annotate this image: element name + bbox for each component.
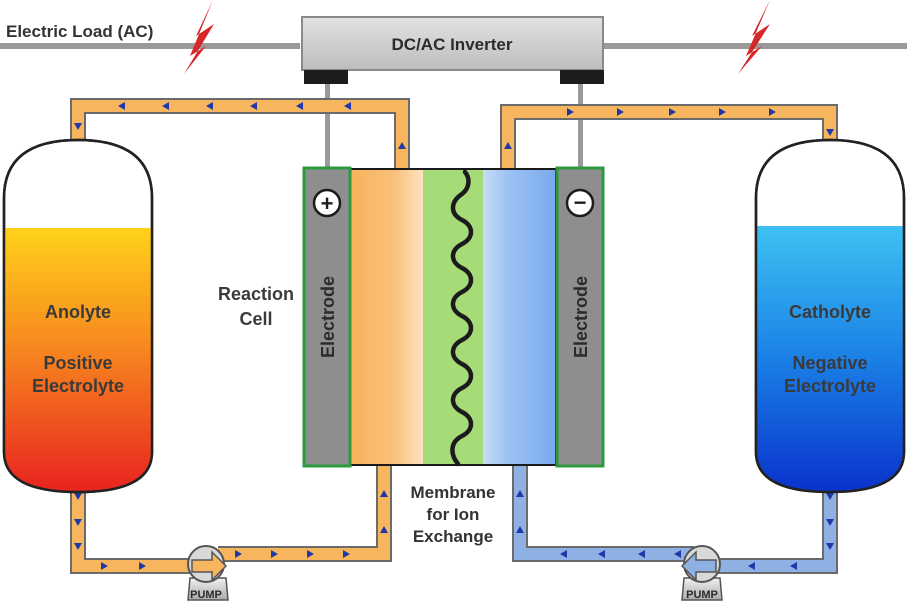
positive-electrolyte-label: Electrolyte <box>32 376 124 396</box>
membrane <box>423 170 483 464</box>
catholyte-half-cell <box>483 170 555 464</box>
anolyte-half-cell <box>351 170 423 464</box>
membrane-label: Membrane <box>410 483 495 502</box>
inverter-terminal-left <box>304 70 348 84</box>
electric-load-label: Electric Load (AC) <box>6 22 153 41</box>
dc-ac-inverter: DC/AC Inverter <box>301 16 604 84</box>
inverter-label: DC/AC Inverter <box>392 35 513 54</box>
minus-sign: − <box>574 190 587 215</box>
catholyte-label: Catholyte <box>789 302 871 322</box>
anolyte-label: Anolyte <box>45 302 111 322</box>
electrode-right-label: Electrode <box>571 276 591 358</box>
pump-right-label: PUMP <box>686 589 718 601</box>
electrode-positive <box>302 166 352 468</box>
plus-sign: + <box>321 191 334 216</box>
membrane-wave <box>450 169 474 467</box>
lightning-icon <box>184 0 214 74</box>
pump-left-label: PUMP <box>190 589 222 601</box>
pump-left: PUMP <box>187 545 229 601</box>
electrode-left-label: Electrode <box>318 276 338 358</box>
flow-arrows <box>74 102 834 570</box>
minus-icon: − <box>565 188 595 218</box>
reaction-cell: Electrode Electrode + − <box>302 166 605 468</box>
negative-label: Negative <box>792 353 867 373</box>
plus-icon: + <box>312 188 342 218</box>
membrane-label-3: Exchange <box>413 527 493 546</box>
lightning-icon-right <box>738 0 770 74</box>
anolyte-tank: Anolyte Positive Electrolyte <box>2 138 154 494</box>
electrode-negative <box>555 166 605 468</box>
membrane-label-2: for Ion <box>427 505 480 524</box>
negative-electrolyte-label: Electrolyte <box>784 376 876 396</box>
inverter-terminal-right <box>560 70 604 84</box>
electrode-wires <box>325 84 583 170</box>
reaction-cell-label-2: Cell <box>239 309 272 329</box>
catholyte-tank: Catholyte Negative Electrolyte <box>754 138 906 494</box>
pump-right: PUMP <box>680 545 723 601</box>
positive-label: Positive <box>43 353 112 373</box>
reaction-cell-label: Reaction <box>218 284 294 304</box>
